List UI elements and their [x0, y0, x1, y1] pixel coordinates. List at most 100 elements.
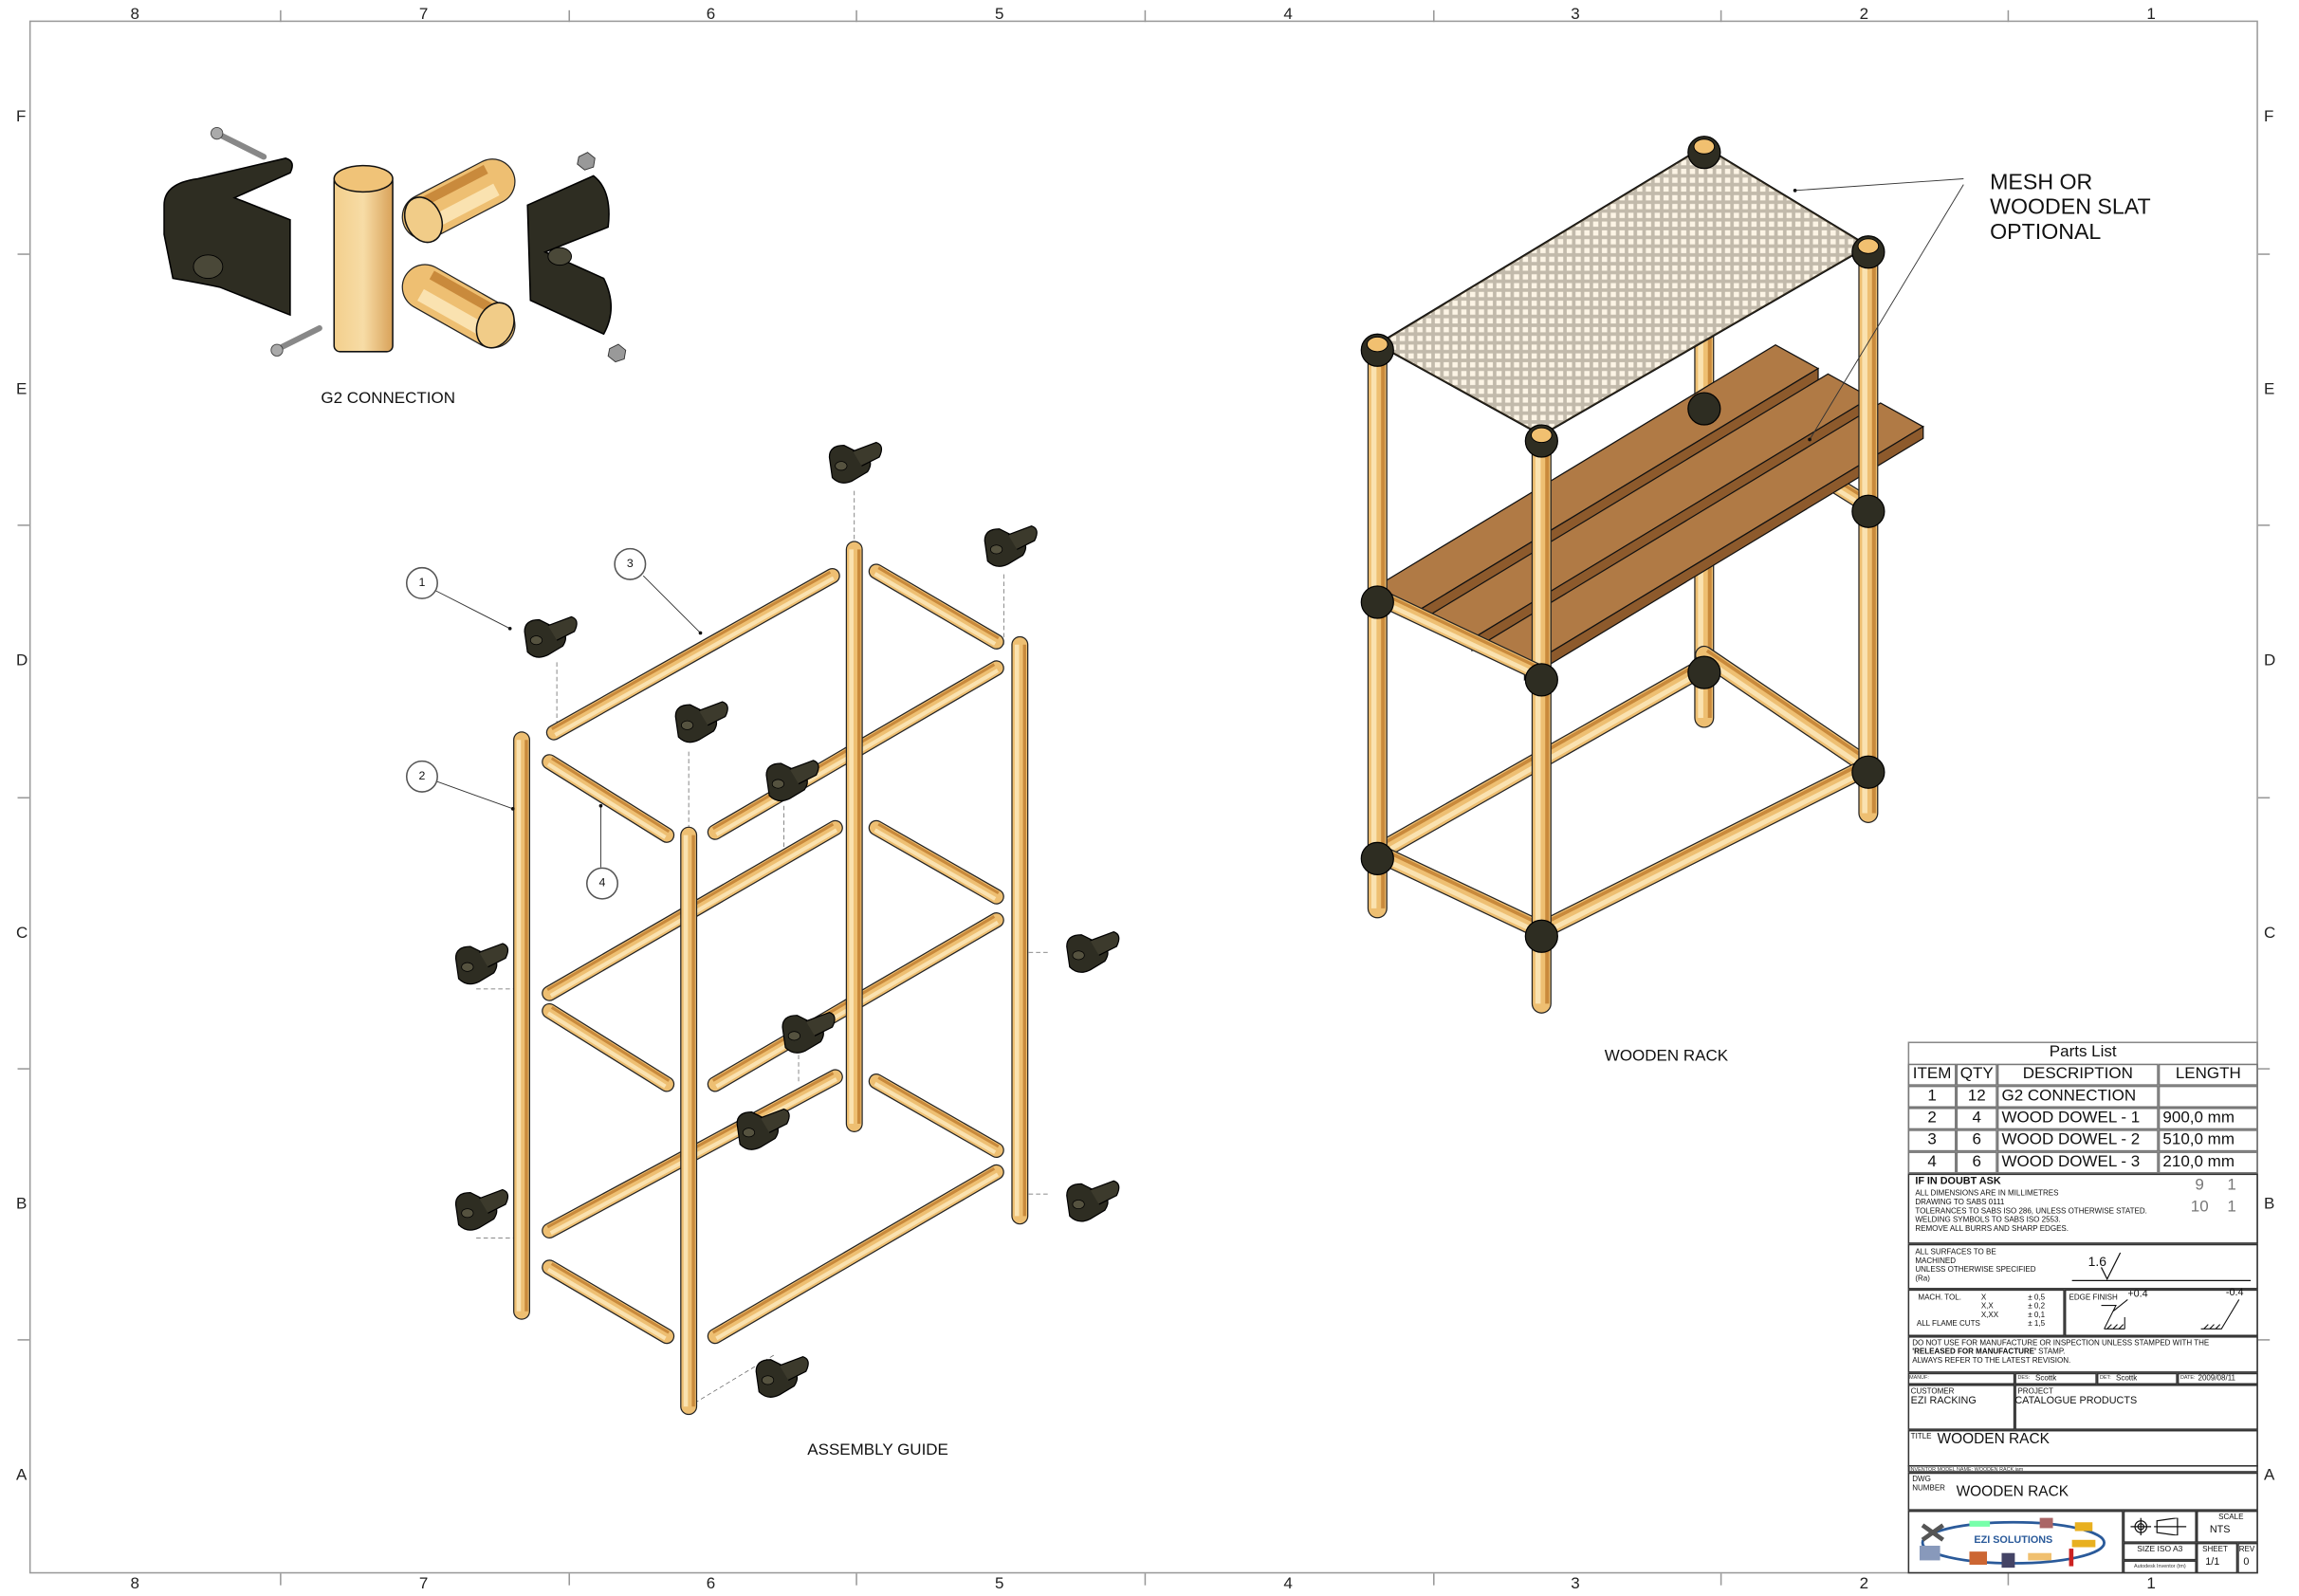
- connector-body: [1524, 919, 1558, 953]
- clamp-hole: [547, 247, 573, 266]
- rack-g2-connector: [1360, 841, 1394, 875]
- g2-connector: [1066, 1180, 1120, 1222]
- rev-label: REV: [2238, 1545, 2255, 1555]
- horizontal-dowel: [707, 1164, 1004, 1345]
- nut-icon: [607, 343, 627, 363]
- parts-list-length: 510,0 mm: [2162, 1130, 2235, 1149]
- zone-divider: [855, 1573, 857, 1586]
- date-cell: [2177, 1372, 2258, 1385]
- assembly-guide-caption: ASSEMBLY GUIDE: [807, 1441, 948, 1459]
- parts-list-cell: [1956, 1063, 1997, 1086]
- tol-value: ± 0,5: [2028, 1293, 2046, 1303]
- title-block: Parts List IF IN DOUBT ASK ALL DIMENSION…: [1907, 1041, 2258, 1574]
- connector-arm: [760, 1108, 790, 1133]
- mesh-callout: MESH OR WOODEN SLAT OPTIONAL: [1990, 170, 2151, 245]
- mesh-tint: [1377, 146, 1868, 435]
- leader-arrow: [698, 631, 703, 635]
- rack-post-front: [1531, 429, 1552, 1014]
- g2-connector: [736, 1108, 790, 1150]
- bolt-icon: [275, 324, 322, 352]
- model-name: INVENTOR MODEL NAME: WOODEN RACK.iam: [1909, 1465, 2024, 1472]
- zone-column-label: 1: [2146, 6, 2156, 24]
- parts-list-qty: 4: [1972, 1109, 1981, 1128]
- g2-connector: [755, 1356, 809, 1398]
- g2-connector: [984, 524, 1038, 567]
- zone-row-label: F: [15, 108, 27, 126]
- dwg-number-cell: [1907, 1472, 2258, 1511]
- dowel-shade: [550, 1005, 671, 1082]
- note: TOLERANCES TO SABS ISO 286, UNLESS OTHER…: [1915, 1207, 2147, 1217]
- horizontal-dowel: [868, 819, 1004, 905]
- zone-column-label: 6: [706, 6, 716, 24]
- zone-column-label: 1: [2146, 1574, 2156, 1593]
- connector-body: [1360, 585, 1394, 619]
- edge-finish-label: EDGE FINISH: [2069, 1293, 2118, 1303]
- connector-bolt-hole: [529, 635, 543, 646]
- warning-line: ALWAYS REFER TO THE LATEST REVISION.: [1912, 1356, 2071, 1366]
- tol-format: X: [1980, 1293, 1987, 1303]
- des-label: DES:: [2017, 1374, 2031, 1381]
- g2-connector: [454, 943, 509, 985]
- edge-minus-value: -0.4: [2225, 1288, 2244, 1298]
- zone-column-label: 6: [706, 1574, 716, 1593]
- connector-arm: [547, 615, 578, 641]
- zone-column-label: 4: [1283, 1574, 1293, 1593]
- dowel-body: [1533, 758, 1877, 939]
- connector-arm: [852, 441, 883, 467]
- dowel-highlight: [554, 576, 835, 737]
- mesh-leader: [1794, 178, 1964, 192]
- balloon-3-leader: [642, 575, 701, 633]
- zone-column-label: 5: [995, 1574, 1004, 1593]
- connector-bolt-hole: [771, 779, 784, 789]
- g2-connector: [674, 701, 728, 743]
- dowel-highlight: [1374, 596, 1542, 679]
- dowel-shade: [1705, 649, 1872, 764]
- dowel-end: [333, 164, 394, 193]
- note: REMOVE ALL BURRS AND SHARP EDGES.: [1915, 1224, 2069, 1234]
- connector-bolt-hole: [762, 1375, 775, 1385]
- rack-g2-connector: [1524, 919, 1558, 953]
- tol-format: X,X: [1980, 1302, 1994, 1312]
- parts-list-cell: [2158, 1085, 2258, 1109]
- connector-arm: [779, 1356, 809, 1381]
- zone-row-label: A: [2264, 1466, 2275, 1485]
- model-name-cell: [1907, 1465, 2258, 1473]
- connector-arm: [805, 1011, 836, 1036]
- dowel-shade: [877, 1076, 1000, 1148]
- zone-row-label: D: [2264, 651, 2276, 670]
- zone-row-label: D: [15, 651, 28, 670]
- dowel-shade: [1378, 590, 1545, 671]
- parts-list-qty: 6: [1972, 1130, 1981, 1149]
- sheet-size: SIZE ISO A3: [2137, 1545, 2183, 1555]
- zone-divider: [1144, 1573, 1147, 1586]
- g2-connector: [454, 1188, 509, 1231]
- warning-stamp-suffix: STAMP.: [2035, 1348, 2066, 1357]
- dowel-shade: [415, 164, 488, 210]
- horizontal-dowel: [868, 563, 1004, 650]
- zone-column-label: 2: [1859, 6, 1869, 24]
- dowel-shade: [550, 757, 671, 834]
- assembly-guide-view: [434, 441, 1120, 1416]
- parts-list-item: 4: [1927, 1152, 1937, 1171]
- connector-body: [1851, 755, 1885, 789]
- edge-finish-box: [2064, 1289, 2258, 1337]
- dowel-body: [1369, 844, 1550, 939]
- zone-divider: [568, 9, 571, 23]
- balloon-1: 1: [405, 566, 438, 599]
- clamp-hole: [193, 254, 224, 280]
- rack-g2-connector: [1851, 494, 1885, 528]
- zone-divider: [280, 1573, 282, 1586]
- parts-list-description: WOOD DOWEL - 3: [2001, 1152, 2141, 1171]
- surface-note: (Ra): [1915, 1275, 1930, 1284]
- connector-bolt-hole: [990, 544, 1003, 555]
- parts-list-cell: [1956, 1151, 1997, 1174]
- overlapped-row-qty: 1: [2227, 1176, 2236, 1195]
- zone-divider: [17, 797, 29, 799]
- warning-line: 'RELEASED FOR MANUFACTURE' STAMP.: [1912, 1348, 2209, 1356]
- connector-body: [1524, 663, 1558, 697]
- dwg-label: NUMBER: [1912, 1484, 1945, 1494]
- parts-list-description: WOOD DOWEL - 2: [2001, 1130, 2141, 1149]
- dowel-shade: [877, 566, 1000, 640]
- parts-list-cell: [1996, 1063, 2159, 1086]
